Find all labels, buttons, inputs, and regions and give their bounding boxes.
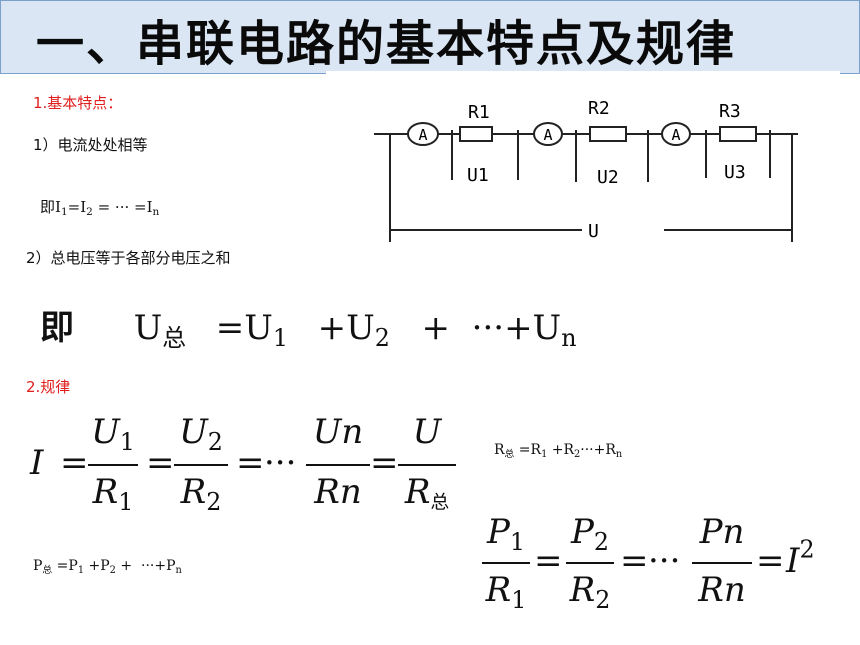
current-equality-formula: 即I1=I2 = ··· =In [40, 198, 160, 219]
current-ratio-formula: I = U1 R1 = U2 R2 = ··· Un Rn = U R总 [30, 412, 470, 522]
label-u1: U1 [467, 165, 489, 186]
voltage-sum-formula: 即 U总 =U1 +U2 + ···+Un [40, 308, 577, 353]
power-ratio-formula: P1 R1 = P2 R2 = ··· Pn Rn = I2 [482, 512, 842, 622]
title-banner [0, 0, 860, 74]
ammeter-3: A [661, 122, 691, 146]
label-u2: U2 [597, 167, 619, 188]
series-circuit-diagram: A A A R1 R2 R3 U1 U2 U3 U [374, 98, 798, 242]
resistor-r1 [459, 126, 493, 142]
resistance-sum-formula: R总 =R1 +R2···+Rn [494, 442, 623, 460]
resistor-r2 [589, 126, 627, 142]
power-sum-formula: P总 =P1 +P2 + ···+Pn [33, 558, 182, 576]
svg-text:A: A [418, 126, 427, 144]
point1-text: 1）电流处处相等 [33, 136, 148, 154]
svg-text:A: A [543, 126, 552, 144]
label-r2: R2 [588, 98, 610, 119]
label-r1: R1 [468, 102, 490, 123]
ammeter-1: A [407, 122, 439, 146]
point2-text: 2）总电压等于各部分电压之和 [26, 249, 231, 267]
resistor-r3 [719, 126, 757, 142]
svg-text:A: A [671, 126, 680, 144]
title-underlay [326, 71, 840, 83]
label-u-total: U [588, 221, 599, 242]
ammeter-2: A [533, 122, 563, 146]
label-u3: U3 [724, 162, 746, 183]
page-title: 一、串联电路的基本特点及规律 [36, 16, 737, 72]
section2-heading: 2.规律 [26, 378, 71, 396]
label-r3: R3 [719, 101, 741, 122]
section1-heading: 1.基本特点： [33, 94, 123, 112]
